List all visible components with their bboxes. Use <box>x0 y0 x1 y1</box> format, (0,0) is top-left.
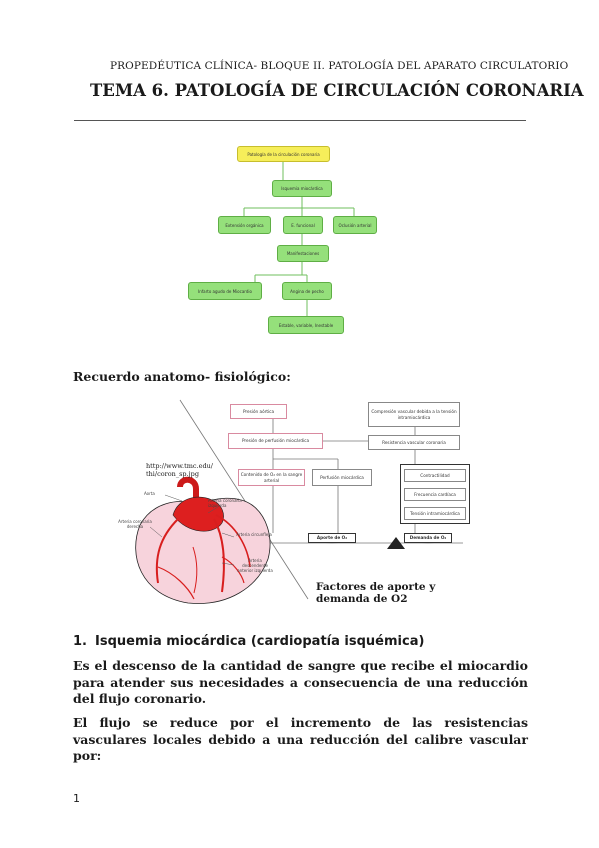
box-myocardial-perfusion: Perfusión miocárdica <box>312 469 372 486</box>
concept-child-node: E. funcional <box>283 216 323 234</box>
demand-label: Demanda de O₂ <box>404 533 452 543</box>
label-left-coronary: Arteria coronaria izquierda <box>208 498 242 508</box>
figure-lines <box>135 399 463 604</box>
label-lad: Arteria descendente anterior izquierda <box>237 558 273 573</box>
physiology-figure: Presión aórtica Presión de perfusión mio… <box>118 397 474 608</box>
concept-final-node: Estable, variable, Inestable <box>268 316 344 334</box>
concept-child-node: Oclusión arterial <box>333 216 377 234</box>
balance-fulcrum <box>387 537 405 549</box>
box-intramyocardial-tension: Tensión intramiocárdica <box>404 507 466 520</box>
page-title: TEMA 6. PATOLOGÍA DE CIRCULACIÓN CORONAR… <box>90 81 584 100</box>
concept-child-node: Extensión orgánica <box>218 216 271 234</box>
box-coronary-resistance: Resistencia vascular coronaria <box>368 435 460 450</box>
concept-map-connectors <box>243 162 355 316</box>
concept-map: Patología de la circulación coronaria Is… <box>180 130 380 345</box>
source-url-line: http://www.tmc.edu/ <box>146 462 213 470</box>
label-aorta: Aorta <box>144 491 155 496</box>
concept-root-node: Patología de la circulación coronaria <box>237 146 330 162</box>
label-circumflex: Arteria circunfleja <box>236 532 272 537</box>
demand-factors-group <box>400 464 470 524</box>
page-number: 1 <box>73 792 80 805</box>
box-heart-rate: Frecuencia cardíaca <box>404 488 466 501</box>
supply-label: Aporte de O₂ <box>308 533 356 543</box>
concept-outcome-node: Angina de pecho <box>282 282 332 300</box>
heart-illustration <box>135 476 271 604</box>
header-rule <box>74 120 526 121</box>
box-contractility: Contractilidad <box>404 469 466 482</box>
paragraph-flow-reduction: El flujo se reduce por el incremento de … <box>73 715 528 764</box>
running-header: PROPEDÉUTICA CLÍNICA- BLOQUE II. PATOLOG… <box>110 60 569 72</box>
source-url-label: http://www.tmc.edu/ thi/coron_sp.jpg <box>146 462 213 479</box>
box-perfusion-pressure: Presión de perfusión miocárdica <box>228 433 323 449</box>
box-aortic-pressure: Presión aórtica <box>230 404 287 419</box>
box-arterial-o2-content: Contenido de O₂ en la sangre arterial <box>238 469 305 486</box>
section-heading: Recuerdo anatomo- fisiológico: <box>73 369 291 384</box>
concept-outcome-node: Infarto agudo de Miocardio <box>188 282 262 300</box>
paragraph-definition: Es el descenso de la cantidad de sangre … <box>73 658 528 707</box>
section-number: 1. <box>73 634 87 649</box>
label-right-coronary: Arteria coronaria derecha <box>118 519 152 529</box>
figure-caption: Factores de aporte y demanda de O2 <box>316 581 436 605</box>
section-1-title: Isquemia miocárdica (cardiopatía isquémi… <box>95 634 425 649</box>
box-vascular-compression: Compresión vascular debida a la tensión … <box>368 402 460 427</box>
source-url-line: thi/coron_sp.jpg <box>146 470 199 479</box>
concept-manifestations-node: Manifestaciones <box>277 245 329 262</box>
section-1-heading: 1. Isquemia miocárdica (cardiopatía isqué… <box>73 634 424 649</box>
concept-ischemia-node: Isquemia miocárdica <box>272 180 332 197</box>
